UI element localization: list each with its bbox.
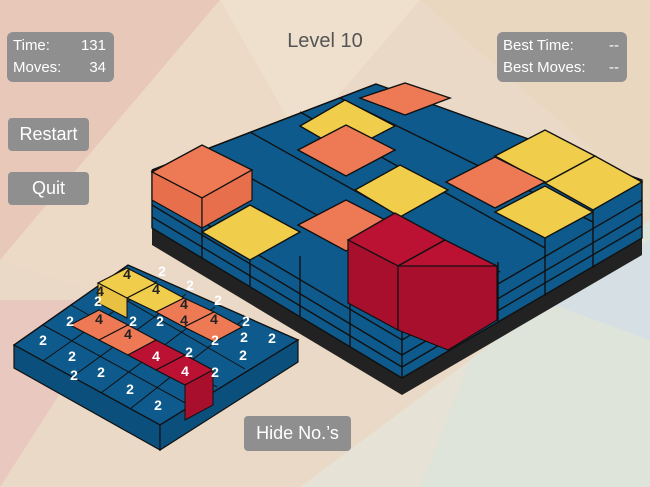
cell-number: 4	[181, 363, 189, 379]
cell-number: 2	[268, 330, 276, 346]
stats-panel: Time: 131 Moves: 34	[7, 32, 114, 82]
cell-number: 2	[211, 364, 219, 380]
cell-number: 2	[186, 277, 194, 293]
cell-number: 4	[152, 281, 160, 297]
cell-number: 4	[123, 266, 131, 282]
time-value: 131	[80, 37, 106, 54]
moves-value: 34	[89, 59, 106, 76]
restart-button[interactable]: Restart	[8, 118, 89, 151]
cell-number: 2	[70, 367, 78, 383]
cell-number: 2	[154, 397, 162, 413]
cell-number: 2	[156, 313, 164, 329]
cell-number: 2	[94, 293, 102, 309]
cell-number: 2	[242, 313, 250, 329]
cell-number: 2	[68, 348, 76, 364]
level-title: Level 10	[287, 30, 363, 52]
cell-number: 4	[124, 326, 132, 342]
cell-number: 2	[126, 381, 134, 397]
best-panel: Best Time: -- Best Moves: --	[497, 32, 627, 82]
cell-number: 2	[240, 329, 248, 345]
best-time-label: Best Time:	[503, 37, 574, 54]
quit-button[interactable]: Quit	[8, 172, 89, 205]
cell-number: 4	[180, 296, 188, 312]
time-label: Time:	[13, 37, 50, 54]
best-moves-value: --	[609, 59, 619, 76]
cell-number: 2	[97, 364, 105, 380]
hide-numbers-button[interactable]: Hide No.’s	[244, 416, 351, 451]
best-moves-label: Best Moves:	[503, 59, 586, 76]
cell-number: 4	[210, 311, 218, 327]
cell-number: 2	[239, 347, 247, 363]
cell-number: 2	[158, 263, 166, 279]
cell-number: 2	[185, 344, 193, 360]
cell-number: 4	[180, 312, 188, 328]
cell-number: 4	[95, 311, 103, 327]
cell-number: 4	[96, 283, 104, 299]
cell-number: 4	[152, 348, 160, 364]
cell-number: 2	[211, 332, 219, 348]
cell-number: 2	[39, 332, 47, 348]
best-time-value: --	[609, 37, 619, 54]
cell-number: 2	[129, 313, 137, 329]
cell-number: 2	[66, 313, 74, 329]
cell-number: 2	[214, 292, 222, 308]
moves-label: Moves:	[13, 59, 62, 76]
